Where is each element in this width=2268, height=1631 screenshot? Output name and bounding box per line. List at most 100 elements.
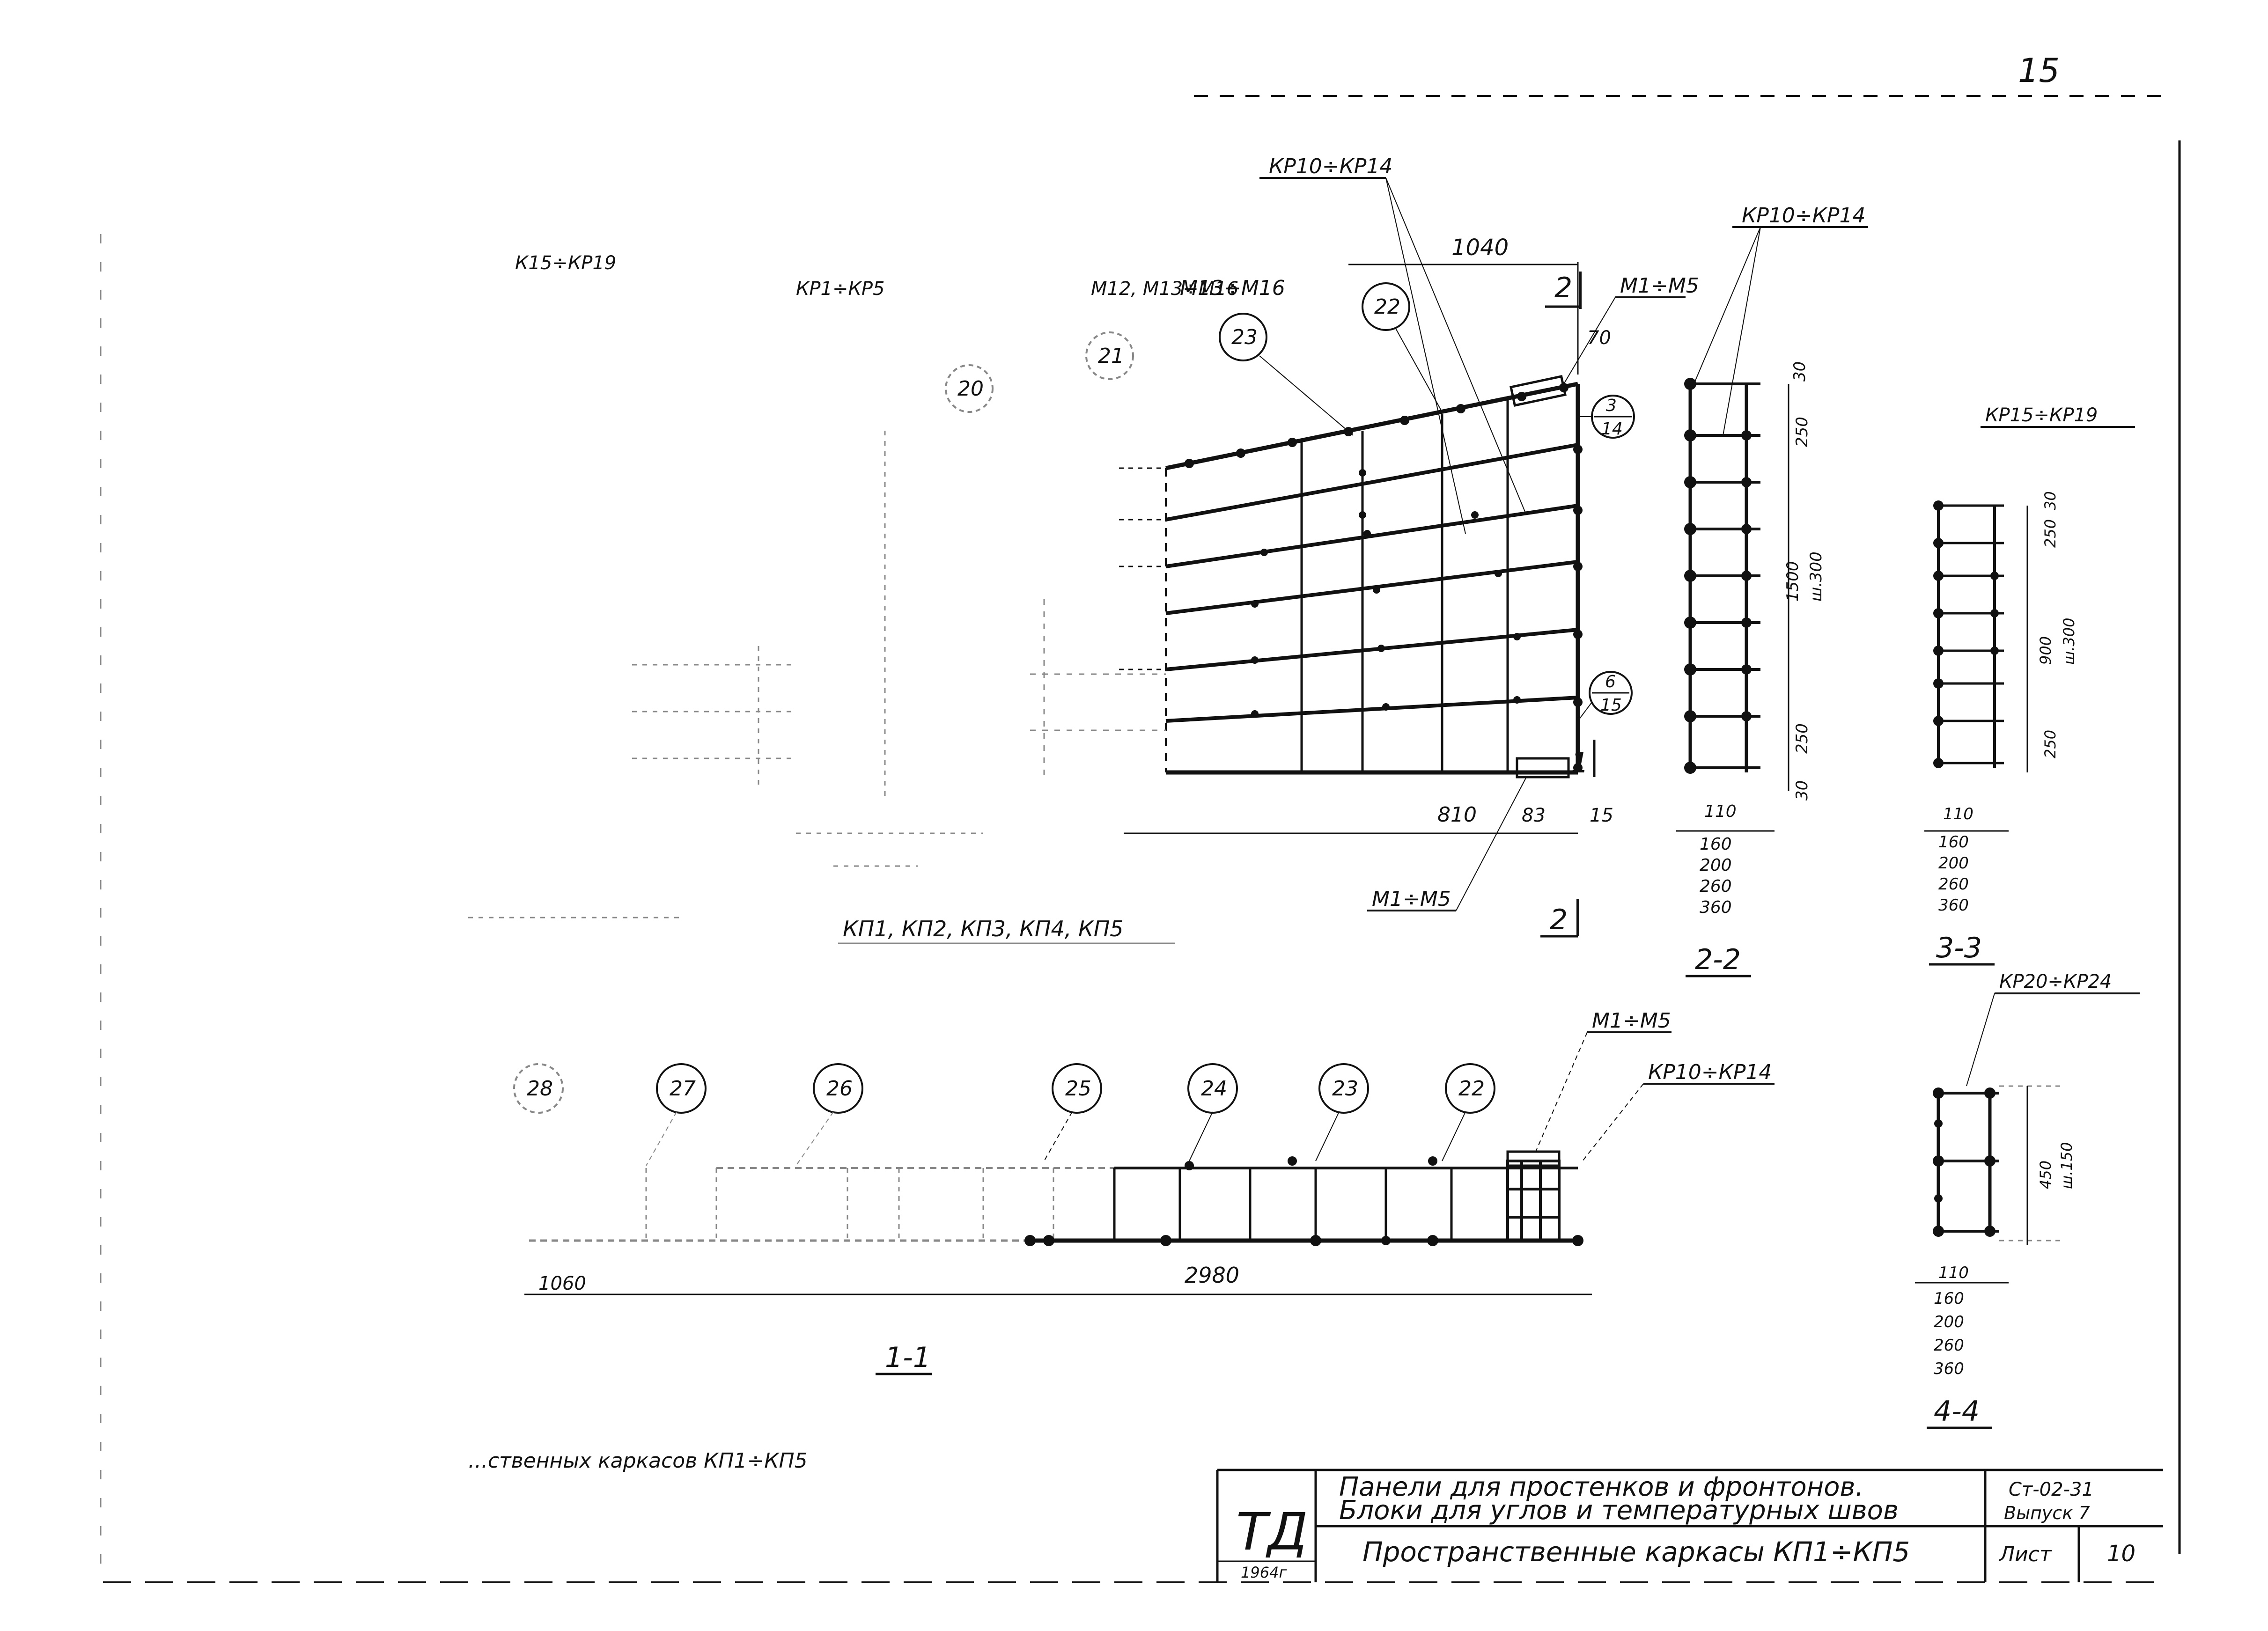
position-bubble-26-bottom: 26 — [795, 1063, 863, 1166]
section-2-2-drawing — [1684, 378, 1789, 791]
callout-node-3-14: 3 14 — [1578, 395, 1635, 439]
issue-number: Выпуск 7 — [2004, 1503, 2090, 1523]
dim-3-3-mid2: ш.300 — [2060, 617, 2078, 665]
dim-3-3-b: 250 — [2041, 519, 2059, 548]
label-kr15-kr19: КР15÷КР19 — [1985, 404, 2098, 426]
title-year: 1964г — [1241, 1564, 1287, 1581]
label-faint-3: М12, М13÷М16 — [1091, 278, 1238, 300]
svg-text:25: 25 — [1065, 1077, 1091, 1101]
section-mark-2-bottom: 2 — [1550, 904, 1568, 936]
width-4-4-1: 160 — [1934, 1289, 1964, 1308]
width-4-4-4: 360 — [1934, 1359, 1964, 1378]
width-3-3-1: 160 — [1938, 833, 1969, 852]
dim-3-3-a: 30 — [2041, 491, 2059, 510]
width-4-4-0: 110 — [1938, 1264, 1969, 1282]
dim-2-2-top: 30 — [1790, 361, 1809, 382]
dim-2-2-bot: 30 — [1793, 780, 1811, 801]
label-kp-list: КП1, КП2, КП3, КП4, КП5 — [843, 916, 1124, 941]
section-4-4-drawing — [1933, 1085, 2060, 1245]
section-title-1-1: 1-1 — [885, 1341, 931, 1374]
dim-1060: 1060 — [538, 1273, 586, 1294]
section-3-3-drawing — [1933, 500, 2028, 772]
dim-1040: 1040 — [1451, 235, 1509, 261]
position-bubble-24-bottom: 24 — [1187, 1063, 1238, 1161]
width-2-2-3: 260 — [1700, 877, 1732, 896]
section-title-4-4: 4-4 — [1934, 1395, 1980, 1428]
sheet-label: Лист — [1998, 1543, 2052, 1566]
dim-2-2-mid: 1500 — [1783, 561, 1802, 602]
svg-text:15: 15 — [1600, 696, 1622, 715]
position-bubble-23-bottom: 23 — [1315, 1063, 1369, 1161]
dim-2-2-a: 250 — [1793, 417, 1811, 447]
svg-text:21: 21 — [1098, 344, 1124, 368]
width-2-2-4: 360 — [1700, 898, 1732, 917]
svg-text:6: 6 — [1605, 672, 1616, 691]
position-bubble-28-bottom: 28 — [513, 1063, 564, 1114]
svg-text:24: 24 — [1201, 1077, 1227, 1101]
width-4-4-2: 200 — [1934, 1313, 1964, 1331]
svg-text:23: 23 — [1332, 1077, 1358, 1101]
width-3-3-2: 200 — [1938, 854, 1969, 873]
label-kr10-kr14-top: КР10÷КР14 — [1269, 154, 1392, 178]
label-kr20-kr24: КР20÷КР24 — [1999, 971, 2112, 992]
svg-text:22: 22 — [1374, 295, 1400, 319]
width-3-3-4: 360 — [1938, 896, 1969, 915]
callout-node-6-15: 6 15 — [1577, 671, 1633, 721]
position-bubble-23-top: 23 — [1219, 313, 1354, 436]
label-m1-m5-c: М1÷М5 — [1592, 1009, 1671, 1033]
dim-3-3-c: 250 — [2041, 730, 2059, 758]
label-kr10-kr14-bottom: КР10÷КР14 — [1648, 1060, 1772, 1084]
svg-text:26: 26 — [826, 1077, 853, 1101]
dim-15: 15 — [1590, 805, 1613, 826]
label-m1-m5-a: М1÷М5 — [1620, 274, 1699, 298]
dim-4-4-mid: 450 — [2037, 1161, 2054, 1189]
sheet-number: 10 — [2107, 1541, 2135, 1567]
dim-2-2-mid2: ш.300 — [1807, 551, 1826, 602]
title-block — [1216, 1469, 2163, 1582]
svg-text:28: 28 — [527, 1077, 553, 1101]
svg-text:23: 23 — [1231, 325, 1258, 349]
svg-text:20: 20 — [957, 377, 984, 401]
width-2-2-0: 110 — [1704, 802, 1737, 821]
dim-83: 83 — [1522, 805, 1546, 826]
width-2-2-1: 160 — [1700, 835, 1732, 854]
position-bubble-27-bottom: 27 — [646, 1063, 707, 1166]
label-kr10-kr14-22: КР10÷КР14 — [1742, 204, 1865, 228]
label-m1-m5-b: М1÷М5 — [1372, 887, 1451, 911]
width-3-3-0: 110 — [1943, 805, 1973, 823]
width-2-2-2: 200 — [1700, 856, 1732, 875]
position-bubble-25-bottom: 25 — [1044, 1063, 1102, 1161]
section-title-3-3: 3-3 — [1936, 932, 1982, 964]
label-faint-2: КР1÷КР5 — [796, 278, 884, 300]
series-code: Ст-02-31 — [2009, 1479, 2094, 1500]
dim-2-2-b: 250 — [1793, 723, 1811, 754]
caption: ...ственных каркасов КП1÷КП5 — [468, 1449, 808, 1473]
front-view-frame — [1030, 375, 1583, 779]
label-faint-1: К15÷КР19 — [515, 252, 616, 274]
svg-text:14: 14 — [1601, 419, 1623, 439]
width-3-3-3: 260 — [1938, 875, 1969, 894]
position-bubble-22-top: 22 — [1362, 282, 1443, 412]
page-number: 15 — [2018, 51, 2060, 90]
faint-ghost-views: К15÷КР19 КР1÷КР5 — [468, 252, 983, 918]
plan-view-1-1 — [529, 1150, 1583, 1246]
svg-text:3: 3 — [1606, 396, 1617, 415]
dim-810: 810 — [1437, 803, 1477, 827]
title-line-1: Панели для простенков и фронтонов. — [1339, 1472, 1863, 1502]
position-bubble-21-top: 21 — [1085, 331, 1134, 380]
dim-3-3-mid: 900 — [2037, 636, 2054, 665]
dim-4-4-mid2: ш.150 — [2058, 1142, 2076, 1189]
svg-text:27: 27 — [670, 1077, 696, 1101]
width-4-4-3: 260 — [1934, 1336, 1964, 1355]
dim-2980: 2980 — [1185, 1263, 1239, 1288]
section-mark-1: 1 — [1571, 747, 1589, 779]
title-line-2: Блоки для углов и температурных швов — [1339, 1495, 1899, 1526]
section-title-2-2: 2-2 — [1695, 943, 1741, 976]
section-mark-2-top: 2 — [1554, 272, 1572, 304]
drawing-title: Пространственные каркасы КП1÷КП5 — [1362, 1536, 1910, 1568]
title-logo: ТД — [1236, 1502, 1308, 1562]
position-bubble-22-bottom: 22 — [1442, 1063, 1495, 1161]
position-bubble-20-top: 20 — [945, 364, 994, 413]
svg-text:22: 22 — [1458, 1077, 1485, 1101]
